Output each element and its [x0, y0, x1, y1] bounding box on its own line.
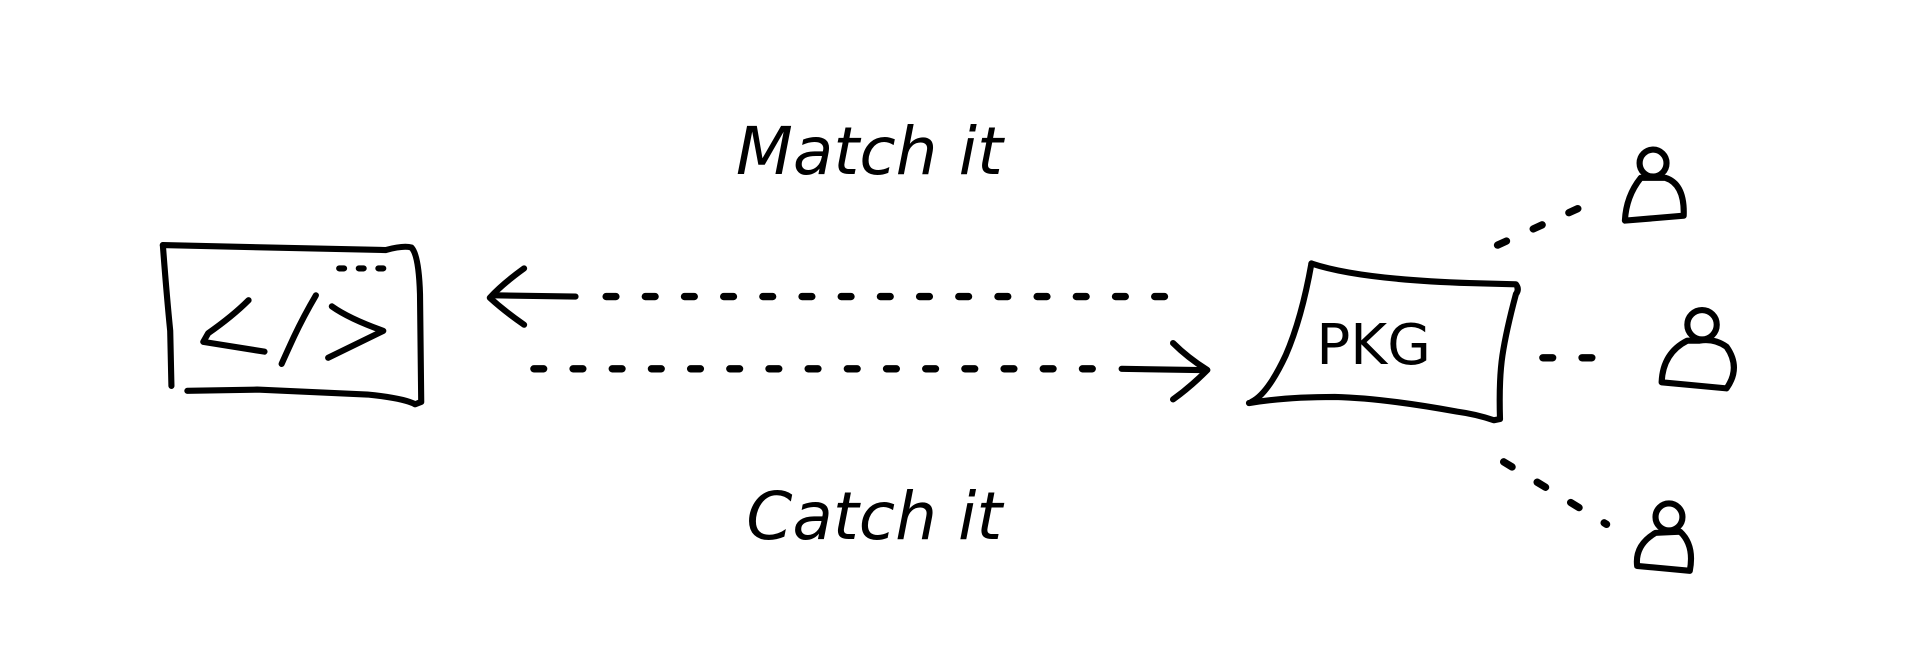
package-label: PKG: [1316, 313, 1431, 378]
arrow-left: [486, 265, 1174, 328]
code-window-icon: [159, 242, 425, 408]
user-icon: [1658, 306, 1737, 392]
user-icon: [1621, 146, 1687, 224]
connector-user-bottom: [1500, 458, 1611, 528]
package-icon: PKG: [1245, 260, 1521, 424]
arrow-right: [530, 340, 1211, 403]
user-icon: [1633, 500, 1695, 574]
label-match-it: Match it: [736, 113, 1005, 190]
label-catch-it: Catch it: [746, 478, 1004, 555]
connector-user-top: [1493, 198, 1596, 249]
